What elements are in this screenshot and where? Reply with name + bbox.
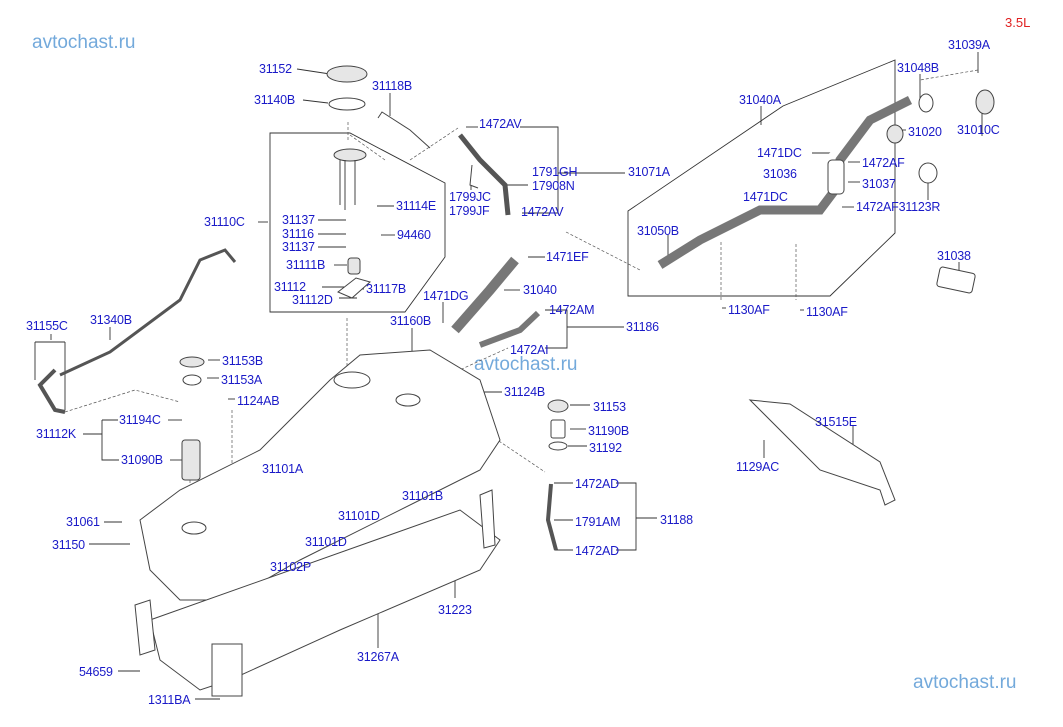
part-label[interactable]: 31036 [763, 167, 797, 181]
part-label[interactable]: 31039A [948, 38, 990, 52]
part-label[interactable]: 31117B [366, 282, 407, 296]
part-label[interactable]: 1799JF [449, 204, 490, 218]
clip-part [469, 164, 479, 189]
part-label[interactable]: 31101D [338, 509, 380, 523]
part-label[interactable]: 31340B [90, 313, 132, 327]
part-label[interactable]: 31038 [937, 249, 971, 263]
fuel-pump-group-outline [269, 132, 446, 313]
filler-neck-part [657, 95, 913, 269]
filler-neck-group-outline [627, 59, 896, 297]
part-label[interactable]: 31223 [438, 603, 472, 617]
part-label[interactable]: 1471DG [423, 289, 469, 303]
part-label[interactable]: 1472AV [479, 117, 522, 131]
watermark-center: avtochast.ru [474, 354, 578, 375]
part-label[interactable]: 31020 [908, 125, 942, 139]
part-label[interactable]: 31188 [660, 513, 693, 527]
part-label[interactable]: 31124B [504, 385, 545, 399]
part-label[interactable]: 54659 [79, 665, 113, 679]
part-label[interactable]: 31112 [274, 280, 306, 294]
part-label[interactable]: 1471DC [757, 146, 802, 160]
part-label[interactable]: 1799JC [449, 190, 491, 204]
part-label[interactable]: 31112D [292, 293, 333, 307]
part-label[interactable]: 31050B [637, 224, 679, 238]
part-label[interactable]: 31152 [259, 62, 292, 76]
part-label[interactable]: 31101B [402, 489, 443, 503]
part-label[interactable]: 31153B [222, 354, 263, 368]
part-label[interactable]: 31112K [36, 427, 77, 441]
part-label[interactable]: 31040 [523, 283, 557, 297]
part-label[interactable]: 1130AF [728, 303, 770, 317]
part-label[interactable]: 31118B [372, 79, 413, 93]
part-label[interactable]: 1791AM [575, 515, 621, 529]
canister-part [181, 439, 201, 481]
heat-shield-part [748, 399, 896, 506]
part-label[interactable]: 1791GH [532, 165, 578, 179]
part-label[interactable]: 31102P [270, 560, 311, 574]
part-label[interactable]: 1311BA [148, 693, 191, 707]
part-label[interactable]: 1472AD [575, 544, 619, 558]
part-label[interactable]: 1130AF [806, 305, 848, 319]
strainer-part [337, 277, 372, 299]
pump-flange-part [333, 148, 367, 162]
part-label[interactable]: 94460 [397, 228, 431, 242]
gasket-part [328, 97, 366, 111]
part-label[interactable]: 31071A [628, 165, 670, 179]
part-label[interactable]: 1471DC [743, 190, 788, 204]
part-label[interactable]: 31194C [119, 413, 161, 427]
part-label[interactable]: 31061 [66, 515, 100, 529]
gasket-plate-part [936, 266, 976, 294]
part-label[interactable]: 31267A [357, 650, 399, 664]
fuel-pump-part [347, 257, 361, 275]
part-label[interactable]: 1472AD [575, 477, 619, 491]
part-label[interactable]: 31150 [52, 538, 85, 552]
watermark-top-left: avtochast.ru [32, 32, 136, 53]
fuel-cap-part [975, 89, 995, 115]
part-label[interactable]: 31090B [121, 453, 163, 467]
part-label[interactable]: 1472AF31123R [856, 200, 941, 214]
part-label[interactable]: 31155C [26, 319, 68, 333]
part-label[interactable]: 31114E [396, 199, 437, 213]
part-label[interactable]: 31111B [286, 258, 326, 272]
part-label[interactable]: 31048B [897, 61, 939, 75]
part-label[interactable]: 31137 [282, 240, 315, 254]
part-label[interactable]: 31192 [589, 441, 622, 455]
part-label[interactable]: 31153A [221, 373, 262, 387]
lock-ring-part [326, 65, 368, 83]
part-label[interactable]: 31160B [390, 314, 431, 328]
leader-lines [34, 52, 983, 700]
part-label[interactable]: 31137 [282, 213, 315, 227]
part-label[interactable]: 17908N [532, 179, 575, 193]
part-label[interactable]: 31515E [815, 415, 857, 429]
part-label[interactable]: 31190B [588, 424, 629, 438]
part-label[interactable]: 1471EF [546, 250, 589, 264]
vapor-hose-part [59, 248, 237, 377]
part-label[interactable]: 31037 [862, 177, 896, 191]
part-label[interactable]: 1472AV [521, 205, 564, 219]
engine-variant-label: 3.5L [1005, 15, 1031, 30]
part-label[interactable]: 31186 [626, 320, 659, 334]
part-label[interactable]: 1124AB [237, 394, 280, 408]
part-label[interactable]: 1472AF [862, 156, 905, 170]
part-label[interactable]: 31140B [254, 93, 295, 107]
fuel-line-part [377, 111, 431, 149]
part-label[interactable]: 1129AC [736, 460, 780, 474]
part-label[interactable]: 31116 [282, 227, 314, 241]
part-label[interactable]: 31110C [204, 215, 245, 229]
part-label[interactable]: 31010C [957, 123, 1000, 137]
part-label[interactable]: 31101D [305, 535, 347, 549]
part-label[interactable]: 1472AM [549, 303, 595, 317]
part-label[interactable]: 31153 [593, 400, 626, 414]
part-label[interactable]: 1472AI [510, 343, 549, 357]
part-label[interactable]: 31040A [739, 93, 781, 107]
watermark-bottom-right: avtochast.ru [913, 672, 1017, 693]
part-label[interactable]: 31101A [262, 462, 303, 476]
